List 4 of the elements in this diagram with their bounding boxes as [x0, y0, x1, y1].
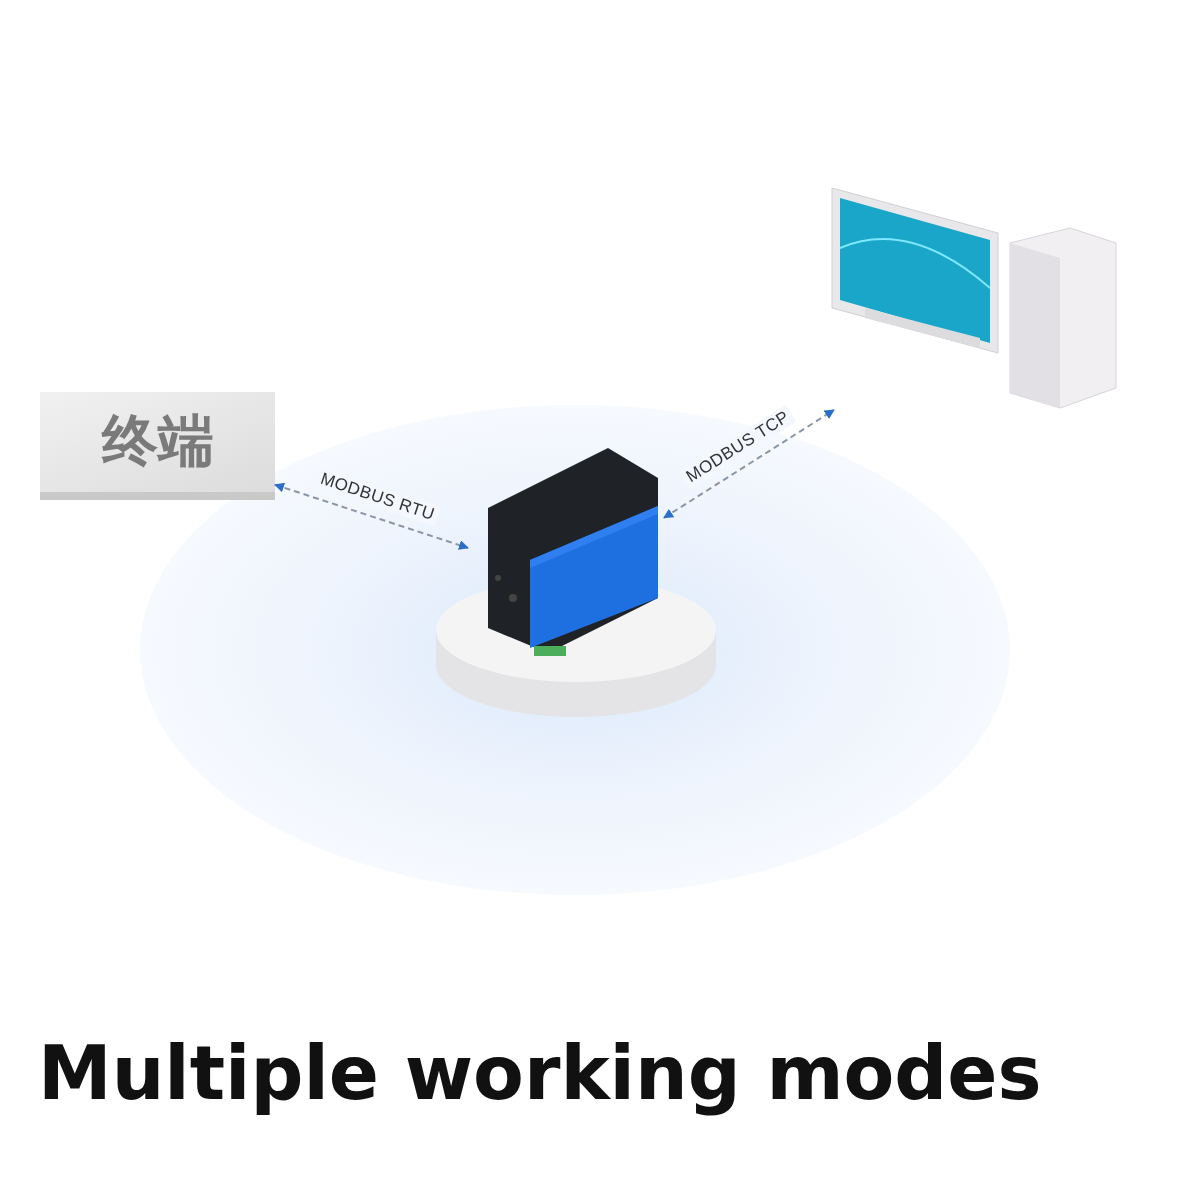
sign-text: 终端 — [101, 407, 214, 475]
title: Multiple working modes — [38, 1030, 1042, 1116]
dashed-arrow — [274, 482, 469, 550]
dashed-arrow — [663, 409, 835, 519]
